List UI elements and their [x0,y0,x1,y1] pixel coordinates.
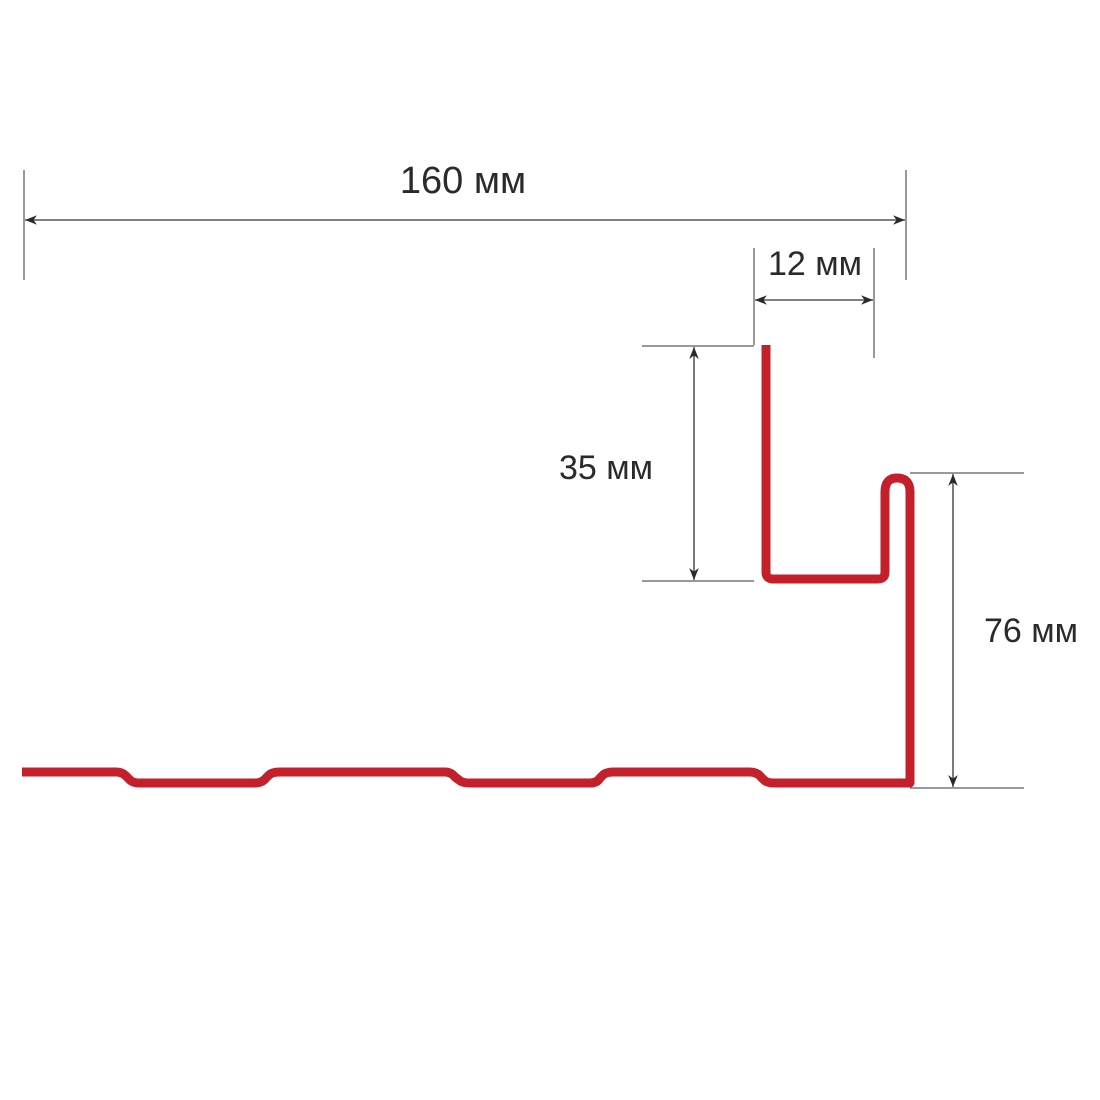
label-total-width: 160 мм [400,160,526,202]
label-hook-width: 12 мм [768,245,862,283]
label-hook-height: 35 мм [559,449,653,487]
profile-shape [22,345,915,788]
label-total-height: 76 мм [984,612,1078,650]
